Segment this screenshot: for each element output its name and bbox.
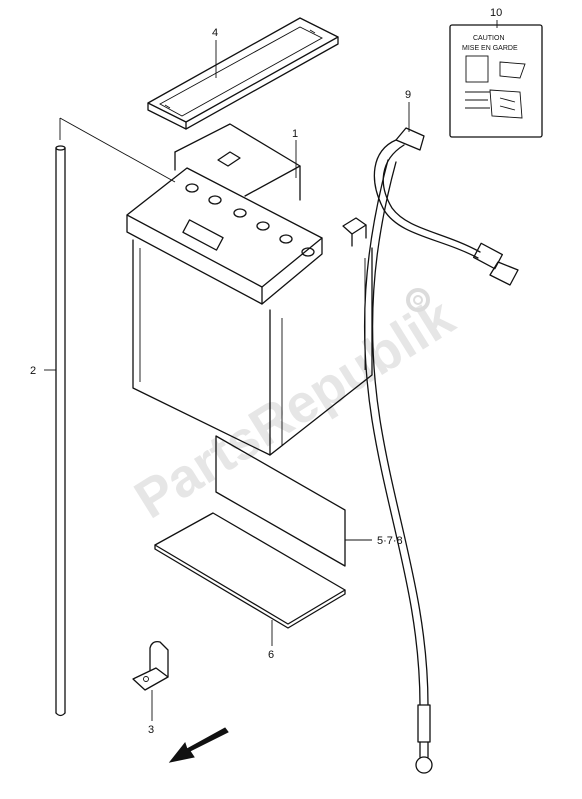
caution-title: CAUTION bbox=[473, 35, 505, 42]
spacers bbox=[215, 435, 346, 567]
leader-lines bbox=[44, 20, 498, 721]
callout-9: 9 bbox=[405, 89, 411, 101]
caution-subtitle: MISE EN GARDE bbox=[462, 45, 518, 52]
callout-5-7-8: 5·7·8 bbox=[377, 535, 403, 547]
pad bbox=[154, 512, 346, 629]
clamp bbox=[132, 640, 169, 691]
callout-1: 1 bbox=[292, 128, 298, 140]
callout-6: 6 bbox=[268, 649, 274, 661]
gear-icon bbox=[406, 288, 430, 312]
cable bbox=[363, 127, 519, 774]
callouts: 1 2 3 4 5·7·8 6 9 10 bbox=[30, 7, 502, 736]
vent-caps bbox=[185, 183, 315, 257]
callout-4: 4 bbox=[212, 27, 218, 39]
caution-label: CAUTION MISE EN GARDE bbox=[449, 24, 543, 138]
battery bbox=[126, 123, 373, 456]
callout-3: 3 bbox=[148, 724, 154, 736]
terminals bbox=[217, 151, 367, 247]
callout-10: 10 bbox=[490, 7, 502, 19]
callout-2: 2 bbox=[30, 365, 36, 377]
rod bbox=[55, 117, 176, 717]
strap bbox=[147, 17, 339, 130]
front-arrow-icon bbox=[168, 727, 229, 763]
